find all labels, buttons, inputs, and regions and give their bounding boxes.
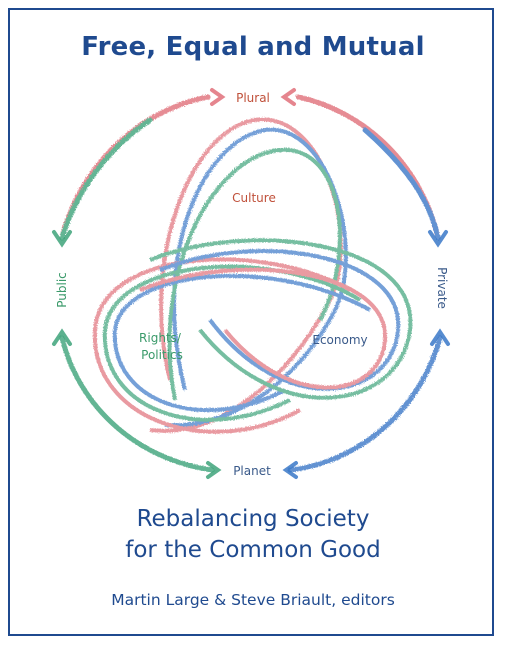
loop-left-blue (112, 273, 371, 413)
subtitle-line2: for the Common Good (125, 537, 381, 563)
label-private: Private (435, 267, 449, 309)
label-economy: Economy (312, 333, 367, 347)
arrowhead-public-bottom (52, 328, 72, 346)
loop-top-green (167, 147, 342, 401)
book-title: Free, Equal and Mutual (81, 32, 425, 62)
arrowhead-public-top (52, 230, 72, 248)
editors-credit: Martin Large & Steve Briault, editors (111, 591, 395, 609)
arrow-public-planet (59, 335, 215, 473)
label-culture: Culture (232, 191, 276, 205)
arrow-plural-private-blue (362, 127, 441, 241)
arrow-private-planet (287, 335, 443, 473)
loop-right-green (149, 238, 413, 400)
arrowhead-planet-right (282, 461, 298, 479)
arrowhead-plural-left (210, 88, 226, 106)
label-plural: Plural (236, 91, 270, 105)
label-public: Public (55, 272, 69, 308)
label-rights-line2: Politics (141, 348, 183, 362)
arrowhead-private-top (428, 230, 448, 248)
loop-right-red (139, 267, 388, 390)
cover-border (8, 8, 494, 636)
arrow-plural-public-green (59, 117, 153, 241)
loop-right-blue (159, 249, 401, 391)
arrowhead-planet-left (206, 461, 222, 479)
arrowhead-plural-right (280, 88, 296, 106)
label-rights-line1: Rights/ (139, 331, 182, 345)
loop-left-red (92, 257, 351, 434)
arrowhead-private-bottom (430, 328, 450, 346)
subtitle-line1: Rebalancing Society (136, 506, 370, 532)
label-planet: Planet (233, 464, 271, 478)
